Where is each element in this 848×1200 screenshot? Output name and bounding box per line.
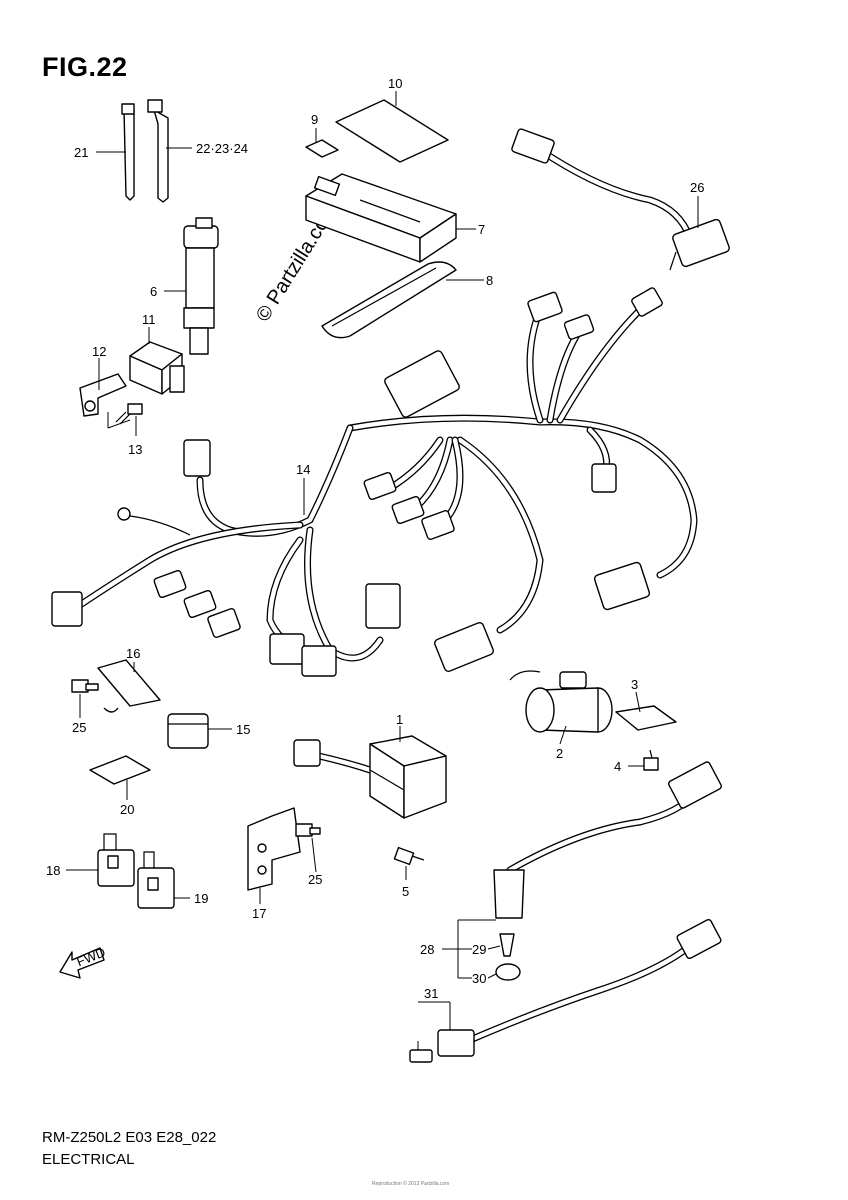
callout-13: 13 (128, 442, 142, 457)
callout-12: 12 (92, 344, 106, 359)
part-25-bolt-a[interactable] (71, 679, 99, 693)
leader-lines (66, 91, 699, 1050)
part-8-band[interactable] (321, 261, 457, 339)
part-4-bolt[interactable] (643, 749, 659, 771)
callout-1: 1 (396, 712, 403, 727)
callout-5: 5 (402, 884, 409, 899)
part-16-plate[interactable] (97, 659, 161, 713)
part-18-fuse-holder[interactable] (97, 833, 135, 887)
part-20-pad[interactable] (89, 755, 151, 785)
part-2-condenser[interactable] (509, 670, 613, 733)
callout-16: 16 (126, 646, 140, 661)
part-31-fuse[interactable] (409, 1049, 433, 1063)
callout-6: 6 (150, 284, 157, 299)
callout-28: 29 (472, 942, 486, 957)
part-15-relay[interactable] (167, 713, 209, 749)
callout-19: 19 (194, 891, 208, 906)
part-11-module[interactable] (129, 341, 185, 395)
callout-7: 7 (478, 222, 485, 237)
callout-30: 31 (424, 986, 438, 1001)
callout-15: 15 (236, 722, 250, 737)
part-12-bracket[interactable] (79, 373, 127, 417)
part-22-cable-tie[interactable] (147, 99, 169, 203)
part-7-ecm[interactable] (305, 173, 457, 263)
callout-20: 20 (120, 802, 134, 817)
fine-print: Reproduction © 2013 Partzilla.com (372, 1181, 450, 1187)
part-6-ignition-coil[interactable] (183, 217, 219, 355)
part-3-bracket[interactable] (615, 705, 677, 731)
callout-4: 4 (614, 759, 621, 774)
callout-25a: 25 (72, 720, 86, 735)
part-27-plug-cap[interactable] (493, 761, 722, 919)
part-9-label[interactable] (305, 139, 339, 158)
part-13-bolt[interactable] (115, 403, 143, 425)
callout-22-23-24: 22·23·24 (196, 141, 248, 156)
section-title: ELECTRICAL (42, 1151, 135, 1168)
fwd-arrow-icon: FWD (59, 944, 107, 979)
callout-11: 11 (142, 312, 156, 327)
part-17-bracket[interactable] (247, 807, 301, 891)
figure-title: FIG.22 (42, 52, 128, 82)
callout-27: 28 (420, 942, 434, 957)
callouts: 10 9 7 8 21 22·23·24 6 11 12 13 14 26 16… (46, 76, 704, 1001)
part-14-wiring-harness[interactable] (51, 287, 698, 677)
part-10-label-sheet[interactable] (335, 99, 449, 163)
model-code: RM-Z250L2 E03 E28_022 (42, 1129, 217, 1146)
part-30-sub-harness[interactable] (437, 918, 722, 1057)
part-5-bolt[interactable] (393, 846, 425, 866)
part-25-bolt-b[interactable] (295, 823, 321, 837)
part-1-regulator[interactable] (293, 735, 447, 819)
callout-26: 26 (690, 180, 704, 195)
callout-29: 30 (472, 971, 486, 986)
callout-10: 10 (388, 76, 402, 91)
callout-25b: 25 (308, 872, 322, 887)
callout-21: 21 (74, 145, 88, 160)
part-21-cable-tie[interactable] (121, 103, 135, 201)
callout-9: 9 (311, 112, 318, 127)
part-26-sensor[interactable] (511, 128, 730, 271)
callout-18: 18 (46, 863, 60, 878)
part-19-fuse-holder[interactable] (137, 851, 175, 909)
part-29-nut[interactable] (495, 963, 521, 981)
callout-3: 3 (631, 677, 638, 692)
callout-8: 8 (486, 273, 493, 288)
callout-14: 14 (296, 462, 310, 477)
callout-17: 17 (252, 906, 266, 921)
part-28-boot[interactable] (499, 933, 515, 957)
callout-2: 2 (556, 746, 563, 761)
